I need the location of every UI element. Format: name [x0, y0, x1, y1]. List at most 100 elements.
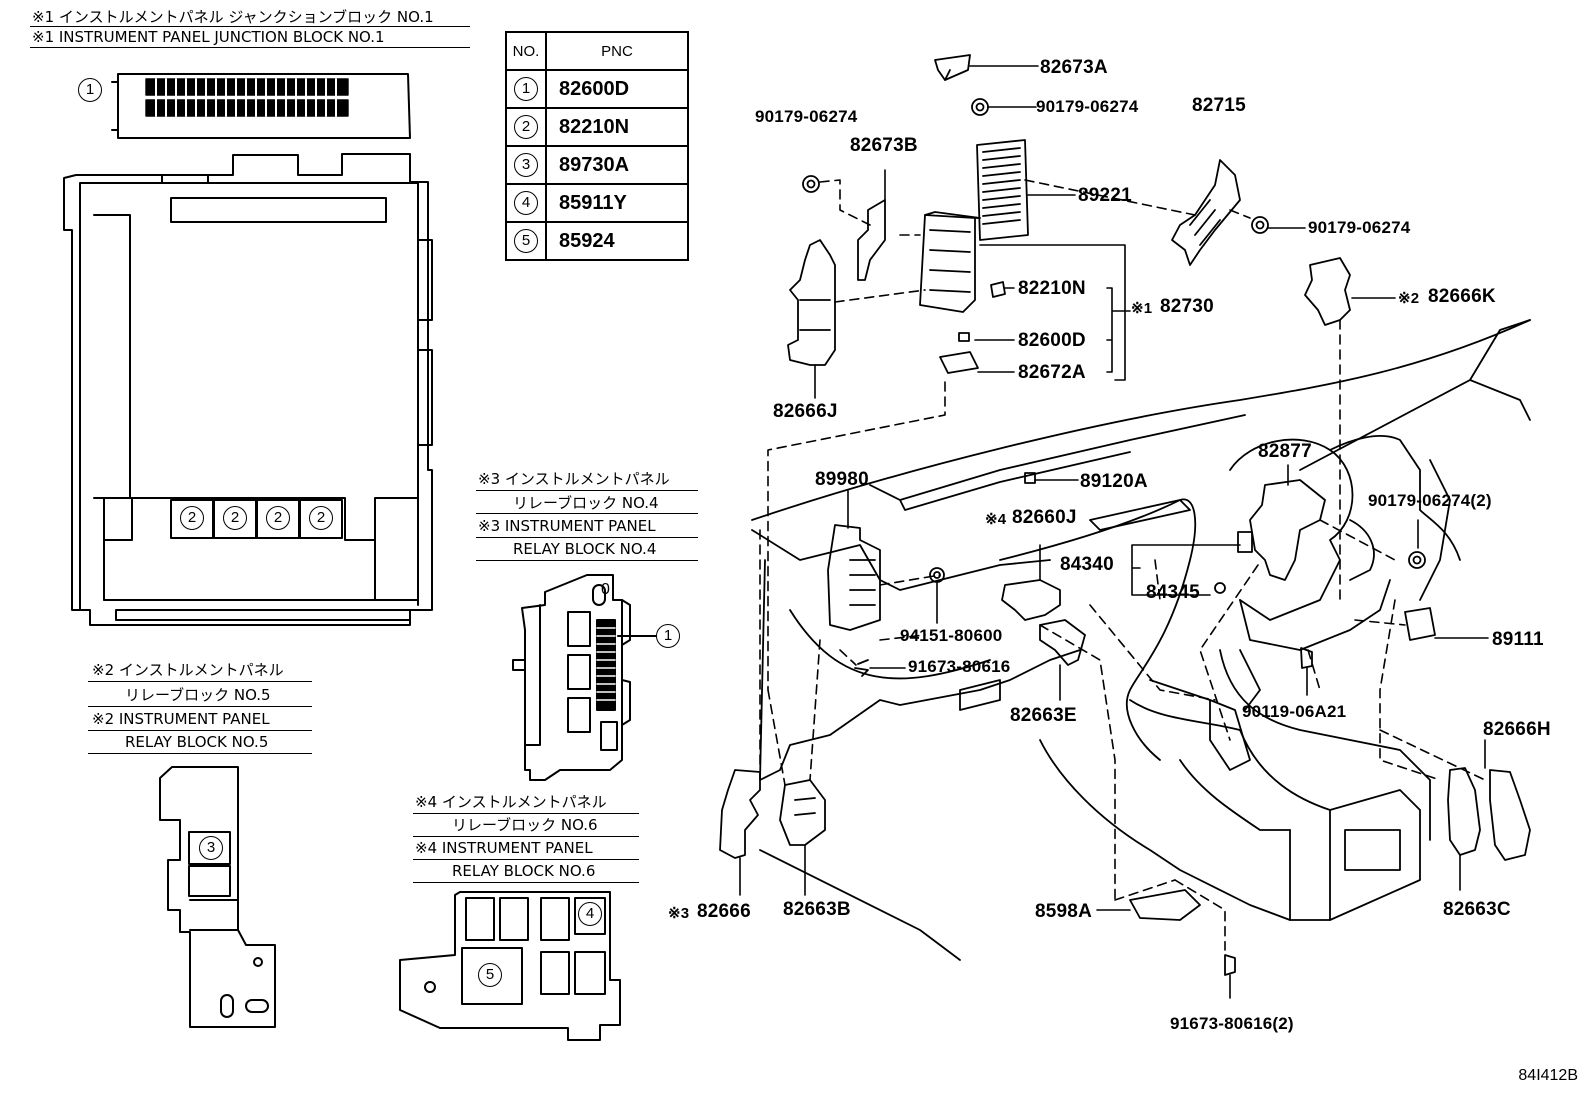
part-label: 82600D	[1018, 330, 1086, 351]
relay-block-6-drawing	[399, 891, 621, 1041]
part-label: 82672A	[1018, 362, 1086, 383]
assembly-drawing	[719, 54, 1531, 976]
part-label: 82660J	[1012, 507, 1077, 528]
header-no: NO.	[505, 31, 547, 71]
caption-underline	[413, 813, 639, 814]
part-label: 89111	[1492, 629, 1544, 650]
part-label: 82877	[1258, 441, 1312, 462]
marker-2: 2	[180, 506, 204, 530]
table-row: 5 85924	[505, 221, 689, 261]
row-number-badge: 1	[514, 77, 538, 101]
caption-underline	[476, 490, 698, 491]
caption-jb1-jp: ※1 インストルメントパネル ジャンクションブロック NO.1	[32, 8, 434, 26]
part-label: 82715	[1192, 95, 1246, 116]
row-pnc: 82600D	[545, 69, 689, 109]
caption-underline	[88, 753, 312, 754]
caption-underline	[30, 26, 470, 27]
marker-4: 4	[578, 902, 602, 926]
table-row: 1 82600D	[505, 69, 689, 109]
part-mark: ※4	[985, 511, 1007, 528]
caption-rb4-en2: RELAY BLOCK NO.4	[513, 540, 657, 558]
row-number-badge: 3	[514, 153, 538, 177]
part-label: 82666H	[1483, 719, 1551, 740]
part-label: 82663C	[1443, 899, 1511, 920]
row-number-badge: 4	[514, 191, 538, 215]
part-label: 89980	[815, 469, 869, 490]
part-mark: ※2	[1398, 290, 1420, 307]
caption-underline	[30, 47, 470, 48]
dashed-guides	[759, 179, 1486, 951]
part-label: 89221	[1078, 185, 1132, 206]
marker-2: 2	[223, 506, 247, 530]
caption-rb5-jp2: リレーブロック NO.5	[125, 686, 271, 704]
leader-lines	[739, 65, 1489, 999]
caption-rb5-en1: ※2 INSTRUMENT PANEL	[92, 710, 270, 728]
caption-rb6-en2: RELAY BLOCK NO.6	[452, 862, 596, 880]
junction-block-1-drawing	[63, 73, 433, 626]
part-label: 82666K	[1428, 286, 1496, 307]
relay-zero-marker: 0	[601, 581, 611, 598]
relay-block-4-drawing	[512, 574, 657, 781]
part-label: 82663E	[1010, 705, 1077, 726]
part-label: 84340	[1060, 554, 1114, 575]
figure-code: 84I412B	[1518, 1067, 1578, 1084]
caption-underline	[88, 730, 312, 731]
part-label: 94151-80600	[900, 626, 1003, 645]
caption-underline	[476, 537, 698, 538]
header-pnc: PNC	[545, 31, 689, 71]
part-label: 90179-06274	[1308, 218, 1411, 237]
part-label: 82673A	[1040, 57, 1108, 78]
part-label: 82666J	[773, 401, 838, 422]
row-pnc: 89730A	[545, 145, 689, 185]
caption-rb6-jp1: ※4 インストルメントパネル	[415, 793, 607, 811]
marker-2: 2	[266, 506, 290, 530]
caption-underline	[88, 706, 312, 707]
caption-underline	[476, 513, 698, 514]
caption-underline	[413, 859, 639, 860]
relay-block-5-drawing	[159, 766, 276, 1028]
table-header-row: NO. PNC	[505, 31, 689, 71]
caption-rb6-jp2: リレーブロック NO.6	[452, 816, 598, 834]
marker-1: 1	[656, 624, 680, 648]
caption-underline	[413, 882, 639, 883]
part-mark: ※3	[668, 905, 690, 922]
row-number-badge: 5	[514, 229, 538, 253]
part-label: 90119-06A21	[1242, 702, 1347, 721]
part-label: 91673-80616(2)	[1170, 1014, 1294, 1033]
marker-5: 5	[478, 963, 502, 987]
caption-rb4-jp2: リレーブロック NO.4	[513, 494, 659, 512]
table-row: 2 82210N	[505, 107, 689, 147]
part-label: 90179-06274(2)	[1368, 491, 1492, 510]
part-label: 82673B	[850, 135, 918, 156]
caption-rb4-jp1: ※3 インストルメントパネル	[478, 470, 670, 488]
part-label: 89120A	[1080, 471, 1148, 492]
row-number-badge: 2	[514, 115, 538, 139]
row-pnc: 82210N	[545, 107, 689, 147]
part-label: 8598A	[1035, 901, 1092, 922]
caption-underline	[413, 836, 639, 837]
caption-underline	[476, 560, 698, 561]
caption-rb5-jp1: ※2 インストルメントパネル	[92, 661, 284, 679]
part-label: 90179-06274	[755, 107, 858, 126]
pnc-table: NO. PNC 1 82600D 2 82210N 3 89730A 4 859…	[505, 31, 689, 261]
table-row: 3 89730A	[505, 145, 689, 185]
row-pnc: 85924	[545, 221, 689, 261]
marker-2: 2	[309, 506, 333, 530]
part-label: 90179-06274	[1036, 97, 1139, 116]
caption-rb6-en1: ※4 INSTRUMENT PANEL	[415, 839, 593, 857]
part-label: 82730	[1160, 296, 1214, 317]
caption-rb5-en2: RELAY BLOCK NO.5	[125, 733, 269, 751]
part-label: 84345	[1146, 582, 1200, 603]
part-label: 91673-80616	[908, 657, 1011, 676]
caption-jb1-en: ※1 INSTRUMENT PANEL JUNCTION BLOCK NO.1	[32, 28, 385, 46]
row-pnc: 85911Y	[545, 183, 689, 223]
part-label: 82666	[697, 901, 751, 922]
marker-3: 3	[199, 836, 223, 860]
part-label: 82210N	[1018, 278, 1086, 299]
caption-underline	[88, 681, 312, 682]
caption-rb4-en1: ※3 INSTRUMENT PANEL	[478, 517, 656, 535]
table-row: 4 85911Y	[505, 183, 689, 223]
marker-1: 1	[78, 78, 102, 102]
